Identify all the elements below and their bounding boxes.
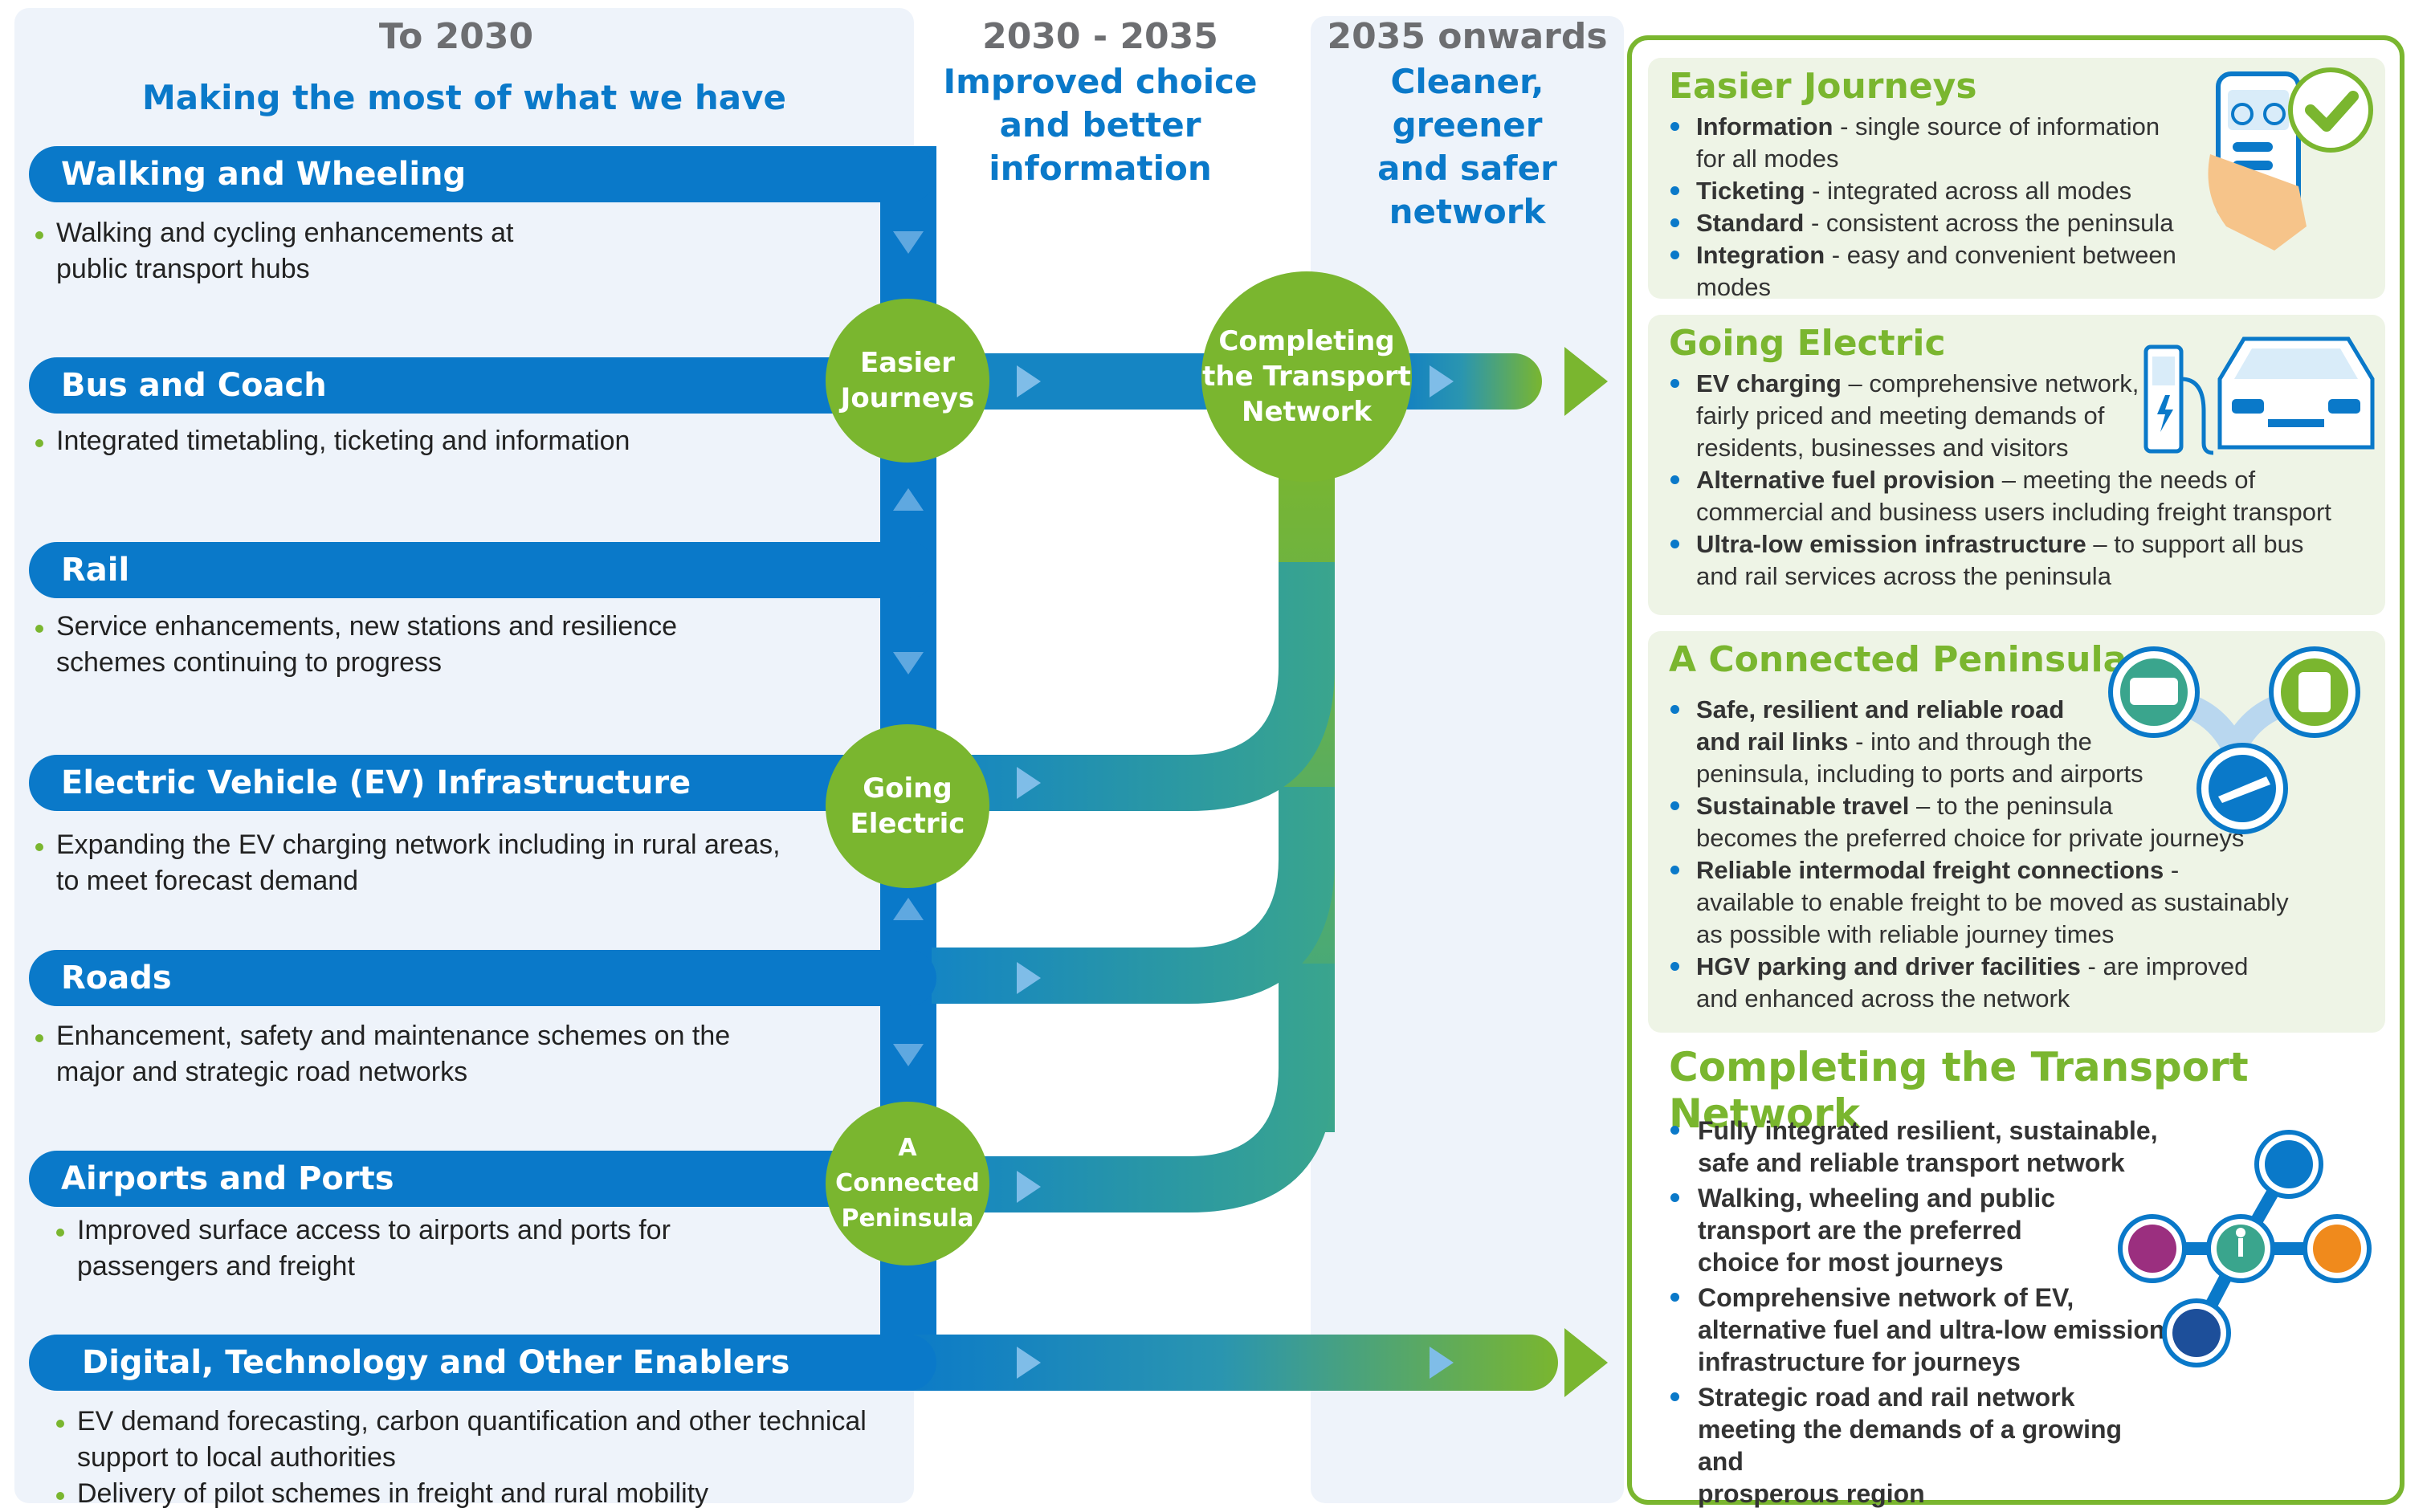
card-easier-title: Easier Journeys <box>1669 66 1977 107</box>
stream-digital: Digital, Technology and Other Enablers <box>29 1335 936 1391</box>
chev-bus-2 <box>1017 365 1041 397</box>
network-hub-icon <box>2118 1130 2372 1367</box>
card-easier-list: Information - single source of informati… <box>1669 111 2183 304</box>
bullets-roads: Enhancement, safety and maintenance sche… <box>35 1018 730 1090</box>
output-arrow-bottom <box>1564 1328 1608 1397</box>
card-going-electric: Going Electric EV charging – comprehensi… <box>1648 315 2385 615</box>
col1-theme: Making the most of what we have <box>142 78 786 117</box>
stream-roads: Roads <box>29 950 936 1006</box>
stream-bus: Bus and Coach <box>29 357 936 414</box>
curve-roads <box>932 787 1335 1004</box>
col2-period: 2030 - 2035 <box>982 16 1218 57</box>
digital-extension <box>883 1335 1558 1391</box>
curve-electric <box>932 562 1335 811</box>
chev-roads-2 <box>1017 962 1041 994</box>
arrow-down-3 <box>893 1044 924 1066</box>
completing-to-output-link <box>1381 353 1542 410</box>
card-connected-peninsula: A Connected Peninsula Safe, resilient an… <box>1648 631 2385 1033</box>
bullets-ev: Expanding the EV charging network includ… <box>35 827 781 899</box>
card-electric-list: EV charging – comprehensive network,fair… <box>1669 368 2376 593</box>
bullets-bus: Integrated timetabling, ticketing and in… <box>35 423 630 459</box>
chev-ev-2 <box>1017 767 1041 799</box>
stream-airports: Airports and Ports <box>29 1151 936 1207</box>
outcomes-box <box>1627 35 2404 1505</box>
bullets-airports: Improved surface access to airports and … <box>56 1212 671 1285</box>
ev-charger-car-icon <box>2143 336 2375 455</box>
bullets-digital: EV demand forecasting, carbon quantifica… <box>56 1404 867 1512</box>
card-connected-title: A Connected Peninsula <box>1669 639 2127 680</box>
stream-rail: Rail <box>29 542 936 598</box>
output-arrow-top <box>1564 347 1608 416</box>
chev-digital-2 <box>1017 1347 1041 1379</box>
arrow-up-2 <box>893 898 924 920</box>
phone-bike-check-icon <box>2208 67 2373 251</box>
arrow-up-1 <box>893 488 924 511</box>
chev-top-3 <box>1430 365 1454 397</box>
connected-modes-icon <box>2108 646 2360 834</box>
card-easier-journeys: Easier Journeys Information - single sou… <box>1648 58 2385 301</box>
col1-period: To 2030 <box>378 16 534 57</box>
card-electric-title: Going Electric <box>1669 323 1946 364</box>
col2-panel <box>924 8 1301 345</box>
arrow-down-1 <box>893 231 924 254</box>
col3-period: 2035 onwards <box>1327 16 1608 57</box>
bullets-rail: Service enhancements, new stations and r… <box>35 609 677 681</box>
arrow-down-2 <box>893 652 924 674</box>
chev-airports-2 <box>1017 1171 1041 1203</box>
chev-digital-3 <box>1430 1347 1454 1379</box>
stream-ev: Electric Vehicle (EV) Infrastructure <box>29 755 936 811</box>
stream-walking: Walking and Wheeling <box>29 146 936 202</box>
card-completing-title: Completing the Transport Network <box>1669 1044 2249 1137</box>
card-completing-list: Fully integrated resilient, sustainable,… <box>1669 1115 2167 1510</box>
curve-connected <box>932 964 1335 1212</box>
col3-panel <box>1311 16 1624 1503</box>
